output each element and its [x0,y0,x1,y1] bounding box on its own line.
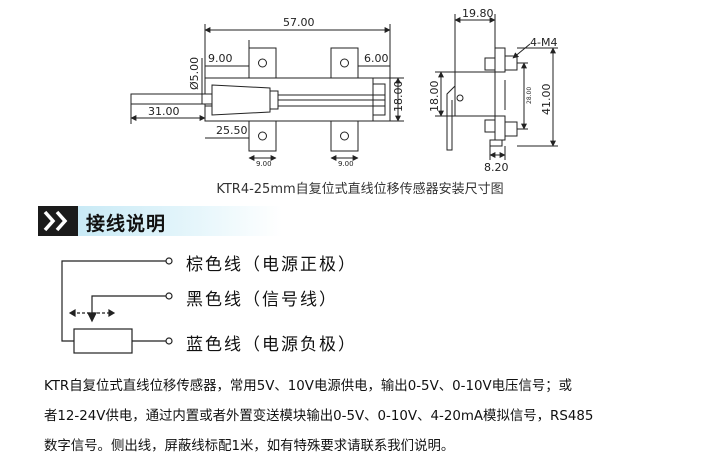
dim-total-height: 41.00 [540,84,553,116]
wire-label-brown: 棕色线（电源正极） [186,255,357,275]
dim-right-offset: 6.00 [364,52,389,65]
side-body [454,71,496,117]
wire-label-blue: 蓝色线（电源负极） [186,335,357,355]
description-line: 者12-24V供电，通过内置或者外置变送模块输出0-5V、0-10V、4-20m… [44,409,594,424]
terminal-blue [165,337,173,345]
dim-slot-distance: 25.50 [216,124,248,137]
dim-rod-length: 31.00 [148,105,180,118]
potentiometer [73,328,133,354]
slider [211,84,271,116]
side-view [435,14,558,160]
dim-bottom-width: 8.20 [484,161,509,174]
mount-tab-top-left [248,47,277,79]
chevron-icon [38,206,78,236]
mount-hole [258,58,267,68]
dim-slot-width-right: 9.00 [338,160,354,168]
front-view [130,24,404,161]
dim-side-width: 19.80 [462,7,494,20]
mount-hole [340,58,349,68]
mount-tab-bottom-left [248,120,277,152]
section-title: 接线说明 [86,213,167,235]
mount-tab-bottom-right [330,120,359,152]
description-line: 数字信号。侧出线，屏蔽线标配1米，如有特殊要求请联系我们说明。 [44,439,455,454]
dim-side-height: 18.00 [428,81,441,113]
dim-hole-spacing: 28.00 [526,87,533,104]
end-block [372,83,386,116]
dim-total-length: 57.00 [283,16,315,29]
dim-left-offset: 9.00 [208,52,233,65]
terminal-brown [165,257,173,265]
dim-height: 18.00 [392,81,405,113]
description: KTR自复位式直线位移传感器，常用5V、10V电源供电，输出0-5V、0-10V… [44,372,704,462]
rod [130,93,213,105]
description-line: KTR自复位式直线位移传感器，常用5V、10V电源供电，输出0-5V、0-10V… [44,379,573,394]
mount-hole [340,131,349,141]
dim-rod-diameter: Ø5.00 [188,57,201,90]
mount-tab-top-right [330,47,359,79]
wiring-schematic [61,257,173,354]
wire-label-black: 黑色线（信号线） [186,290,338,310]
mount-hole [258,131,267,141]
dim-screw-spec: 4-M4 [530,36,557,49]
section-header: 接线说明 [38,206,282,236]
terminal-black [165,292,173,300]
dim-slot-width-left: 9.00 [256,160,272,168]
drawing-caption: KTR4-25mm自复位式直线位移传感器安装尺寸图 [216,182,504,197]
